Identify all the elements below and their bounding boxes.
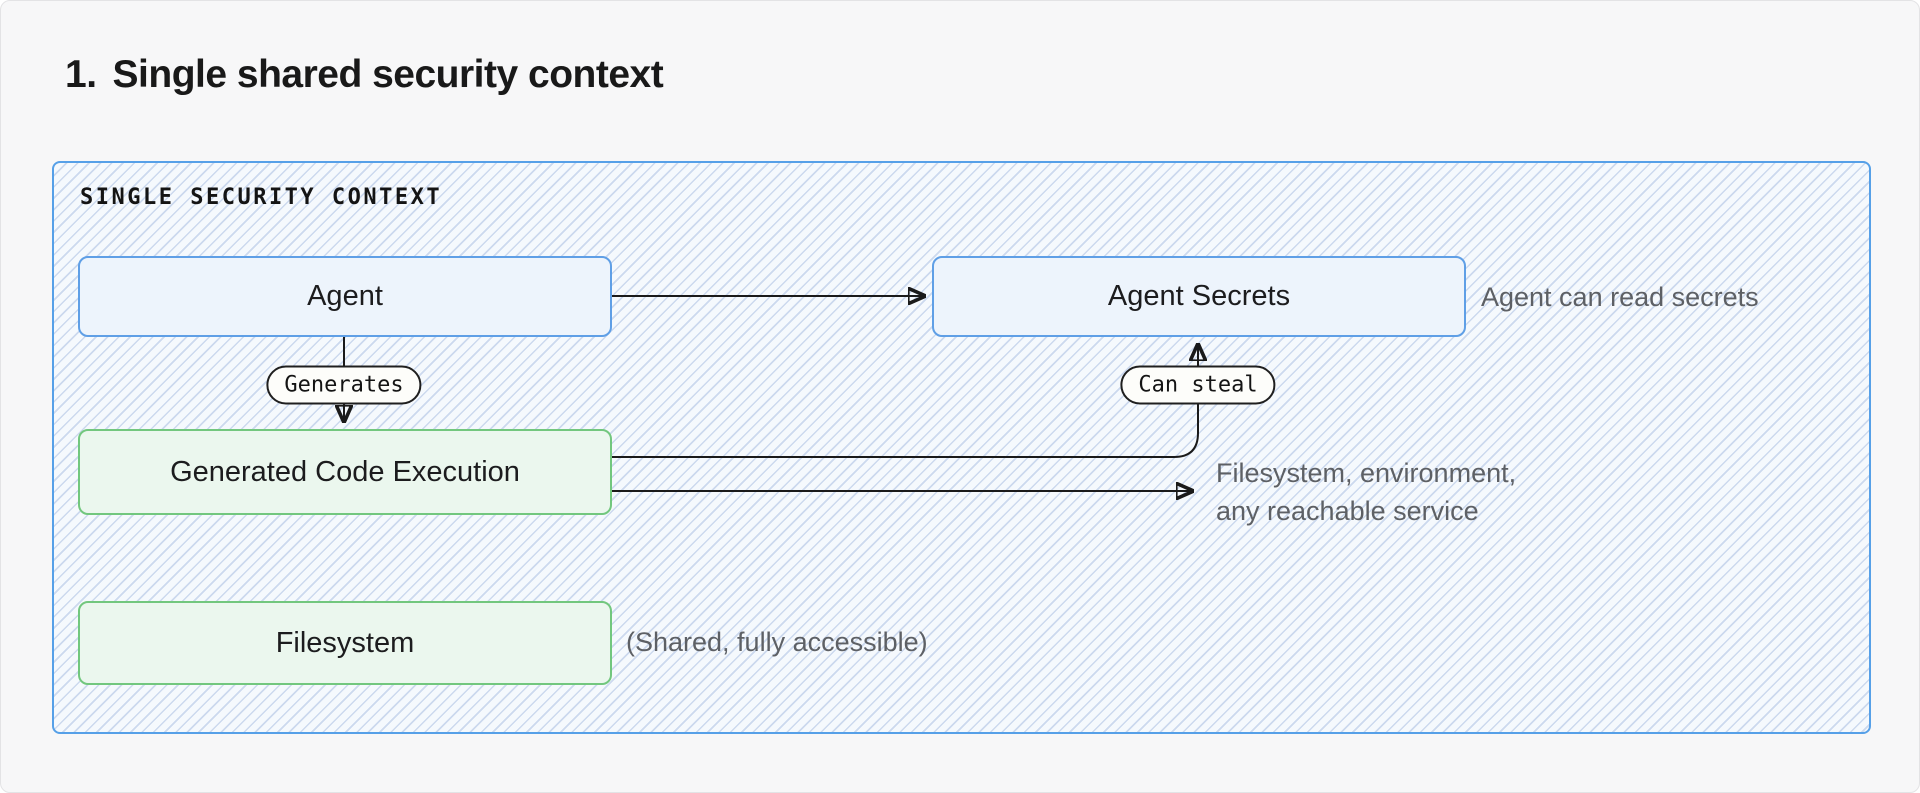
- node-filesystem: Filesystem: [78, 601, 612, 685]
- annotation-reachable-line2: any reachable service: [1216, 496, 1479, 526]
- node-filesystem-label: Filesystem: [275, 626, 415, 659]
- page-title-number: 1.: [65, 53, 97, 96]
- edge-label-can-steal: Can steal: [1120, 365, 1276, 405]
- node-generated-code-execution-label: Generated Code Execution: [170, 455, 520, 488]
- page-title-text: Single shared security context: [112, 53, 664, 96]
- edge-label-generates: Generates: [266, 365, 422, 405]
- page-title: 1. Single shared security context: [65, 53, 664, 97]
- node-agent: Agent: [78, 256, 612, 337]
- security-context-container: SINGLE SECURITY CONTEXT Agent Agent Secr…: [52, 161, 1871, 734]
- annotation-shared-fully-accessible: (Shared, fully accessible): [626, 627, 928, 657]
- node-agent-label: Agent: [307, 280, 383, 312]
- annotation-agent-can-read-secrets: Agent can read secrets: [1481, 282, 1759, 312]
- container-label: SINGLE SECURITY CONTEXT: [80, 185, 443, 210]
- node-agent-secrets-label: Agent Secrets: [1107, 280, 1291, 312]
- node-generated-code-execution: Generated Code Execution: [78, 429, 612, 515]
- node-agent-secrets: Agent Secrets: [932, 256, 1466, 337]
- annotation-reachable-line1: Filesystem, environment,: [1216, 458, 1517, 488]
- edge-gce-to-secrets: [612, 345, 1198, 458]
- annotation-reachable-services: Filesystem, environment, any reachable s…: [1216, 454, 1516, 530]
